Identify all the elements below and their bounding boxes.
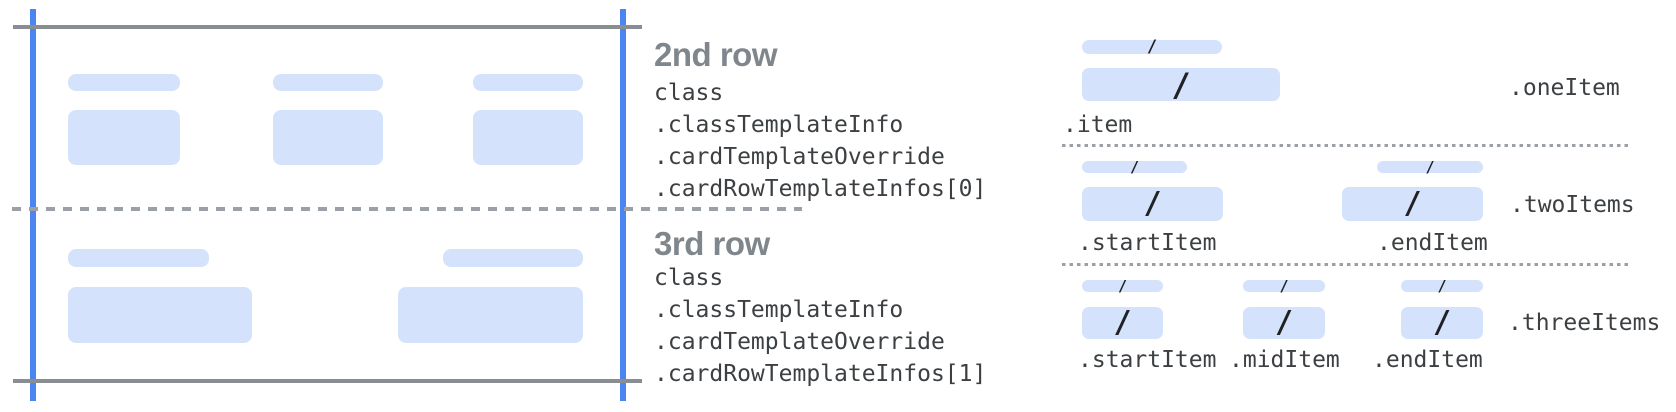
code-line: .classTemplateInfo <box>654 112 904 138</box>
row2-col2-label-field <box>273 74 383 91</box>
row2-col1-value-field <box>68 110 180 165</box>
slash-placeholder: / <box>1129 157 1140 176</box>
slash-placeholder: / <box>1432 305 1452 340</box>
row3-col1-label-field <box>68 249 209 267</box>
enditem-path-label: .endItem <box>1372 347 1483 373</box>
slash-placeholder: / <box>1146 36 1158 57</box>
slash-placeholder: / <box>1437 276 1447 295</box>
startitem-path-label: .startItem <box>1078 230 1217 256</box>
item-path-label: .item <box>1063 112 1133 138</box>
threeitems-section-name: .threeItems <box>1508 310 1661 336</box>
code-line: .cardTemplateOverride <box>654 329 945 355</box>
code-line: class <box>654 265 724 291</box>
slash-placeholder: / <box>1143 186 1162 221</box>
code-line: .cardTemplateOverride <box>654 144 945 170</box>
startitem-path-label: .startItem <box>1078 347 1217 373</box>
twoitems-start-label-bar: / <box>1082 157 1187 176</box>
slash-placeholder: / <box>1274 305 1294 340</box>
slash-placeholder: / <box>1113 305 1132 340</box>
twoitems-end-label-bar: / <box>1377 157 1483 176</box>
twoitems-end-value-bar: / <box>1342 187 1483 221</box>
threeitems-end-label-bar: / <box>1401 276 1483 295</box>
row2-col1-label-field <box>68 74 180 91</box>
card-left-guide-line <box>30 9 36 401</box>
threeitems-start-label-bar: / <box>1082 276 1163 295</box>
code-line: .classTemplateInfo <box>654 297 904 323</box>
slash-placeholder: / <box>1279 276 1289 295</box>
row2-col2-value-field <box>273 110 383 165</box>
row3-col2-label-field <box>443 249 583 267</box>
card-right-guide-line <box>620 9 626 401</box>
row3-class-path: class .classTemplateInfo .cardTemplateOv… <box>654 262 986 390</box>
enditem-path-label: .endItem <box>1377 230 1488 256</box>
oneitem-section-name: .oneItem <box>1509 75 1620 101</box>
oneitem-value-bar: / <box>1082 68 1280 101</box>
row2-col3-value-field <box>473 110 583 165</box>
threeitems-mid-label-bar: / <box>1243 276 1325 295</box>
row2-title: 2nd row <box>654 36 778 73</box>
row-divider-dashed-line <box>12 207 802 211</box>
miditem-path-label: .midItem <box>1229 347 1340 373</box>
section-divider-dotted-2 <box>1062 263 1628 266</box>
code-line: .cardRowTemplateInfos[0] <box>654 176 987 202</box>
row2-col3-label-field <box>473 74 583 91</box>
section-divider-dotted-1 <box>1062 144 1628 147</box>
slash-placeholder: / <box>1403 186 1422 221</box>
twoitems-section-name: .twoItems <box>1510 192 1635 218</box>
slash-placeholder: / <box>1425 157 1435 176</box>
row3-title: 3rd row <box>654 225 770 262</box>
twoitems-start-value-bar: / <box>1082 187 1223 221</box>
slash-placeholder: / <box>1117 276 1128 295</box>
threeitems-mid-value-bar: / <box>1243 307 1325 339</box>
slash-placeholder: / <box>1171 65 1191 104</box>
row3-col2-value-field <box>398 287 583 343</box>
oneitem-label-bar: / <box>1082 36 1222 57</box>
row3-col1-value-field <box>68 287 252 343</box>
card-top-edge-line <box>13 25 642 29</box>
code-line: class <box>654 80 724 106</box>
card-bottom-edge-line <box>13 379 642 383</box>
code-line: .cardRowTemplateInfos[1] <box>654 361 987 387</box>
row2-class-path: class .classTemplateInfo .cardTemplateOv… <box>654 77 986 205</box>
threeitems-start-value-bar: / <box>1082 307 1163 339</box>
threeitems-end-value-bar: / <box>1401 307 1483 339</box>
